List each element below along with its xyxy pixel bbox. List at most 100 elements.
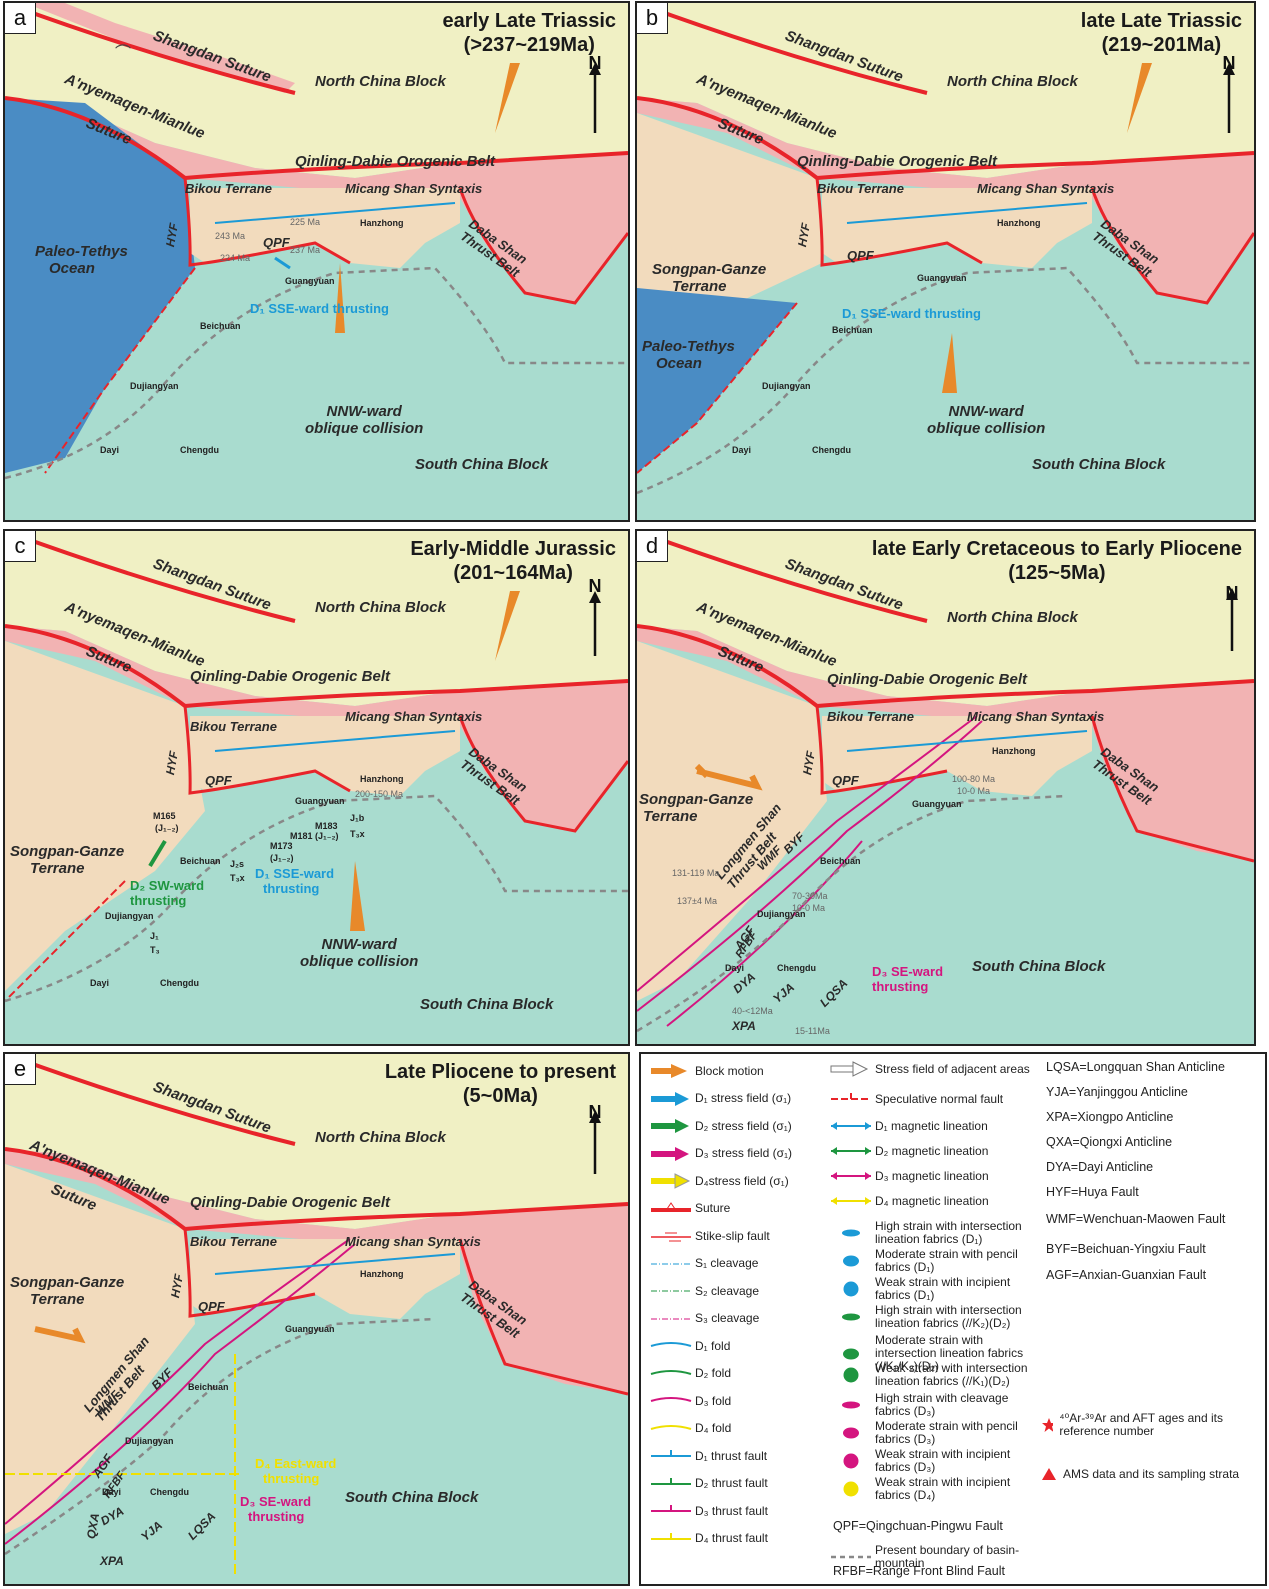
col2-symbol-6 xyxy=(842,1229,860,1237)
city-dayi-d: Dayi xyxy=(725,963,745,973)
legend-item-present-boundary: Present boundary of basin-mountain xyxy=(827,1544,1022,1570)
south-china-label-e: South China Block xyxy=(345,1489,479,1506)
d3-line2: thrusting xyxy=(872,979,929,994)
nnw-label-b: NNW-ward oblique collision xyxy=(927,403,1045,437)
d1-fold-text: D₁ fold xyxy=(695,1338,731,1353)
speculative-fault xyxy=(637,302,798,474)
age-137-d: 137±4 Ma xyxy=(677,896,717,906)
panel-c: c Early-Middle Jurassic (201~164Ma) N Sh… xyxy=(3,529,630,1046)
panel-title-a-line1: early Late Triassic xyxy=(442,10,616,32)
block-motion-text: Block motion xyxy=(695,1063,764,1078)
nnw-line1: NNW-ward xyxy=(948,403,1024,420)
paleo-tethys-label-a: Paleo-Tethys Ocean xyxy=(35,243,128,277)
basin-mountain-boundary xyxy=(5,794,628,1003)
bikou-label-e: Bikou Terrane xyxy=(190,1234,277,1249)
xpa-label-e: XPA xyxy=(100,1554,124,1568)
city-hanzhong-e: Hanzhong xyxy=(360,1269,404,1279)
j1-label: J₁ xyxy=(150,931,159,941)
legend-item-col2-8: Weak strain with incipient fabrics (D₁) xyxy=(827,1276,1047,1302)
bikou-label-d: Bikou Terrane xyxy=(827,709,914,724)
panel-title-d-line1: late Early Cretaceous to Early Pliocene xyxy=(871,538,1242,560)
panel-title-d-line2: (125~5Ma) xyxy=(1008,562,1106,584)
city-dujiangyan-b: Dujiangyan xyxy=(762,381,811,391)
city-dayi-b: Dayi xyxy=(732,445,752,455)
d3-fold-text: D₃ fold xyxy=(695,1393,732,1408)
qinling-orogen-area xyxy=(637,98,1254,303)
paleo-line1: Paleo-Tethys xyxy=(35,243,128,260)
col2-symbol-7 xyxy=(843,1255,859,1267)
panel-title-e-line2: (5~0Ma) xyxy=(462,1085,538,1107)
qinling-orogen-area xyxy=(5,626,628,831)
d2-stress-symbol xyxy=(651,1119,689,1133)
north-china-area xyxy=(5,531,628,706)
col2-text-8: Weak strain with incipient fabrics (D₁) xyxy=(875,1275,1011,1302)
micang-label-e: Micang shan Syntaxis xyxy=(345,1234,481,1249)
songpan-line2: Terrane xyxy=(30,1291,85,1308)
col2-symbol-9 xyxy=(842,1313,860,1321)
north-china-label-d: North China Block xyxy=(947,609,1078,626)
s1-cleavage-text: S₁ cleavage xyxy=(695,1256,759,1270)
legend-item-col2-5: D₄ magnetic lineation xyxy=(827,1192,1047,1210)
legend-item-col2-15: Weak strain with incipient fabrics (D₄) xyxy=(827,1476,1047,1502)
strike-slip-symbol xyxy=(651,1232,691,1242)
bikou-label-c: Bikou Terrane xyxy=(190,719,277,734)
north-arrowhead-b xyxy=(1223,63,1235,75)
col2-symbol-8 xyxy=(843,1281,859,1297)
qinling-label-d: Qinling-Dabie Orogenic Belt xyxy=(827,671,1028,688)
city-hanzhong-b: Hanzhong xyxy=(997,218,1041,228)
songpan-line2: Terrane xyxy=(643,808,698,825)
s2-cleavage-text: S₂ cleavage xyxy=(695,1283,760,1298)
age-224-a: 224 Ma xyxy=(220,253,251,263)
map-a: ⌒ xyxy=(5,3,628,520)
d4-thrust-symbol xyxy=(651,1532,691,1540)
panel-title-e: Late Pliocene to present (5~0Ma) xyxy=(385,1060,616,1108)
d4-stress-text: D₄stress field (σ₁) xyxy=(695,1173,789,1188)
age-243-a: 243 Ma xyxy=(215,231,246,241)
qinling-label-a: Qinling-Dabie Orogenic Belt xyxy=(295,153,496,170)
north-label-d: N xyxy=(1225,583,1239,603)
age-237-a: 237 Ma xyxy=(290,245,321,255)
basin-mountain-boundary xyxy=(5,266,628,480)
songpan-ganze-area xyxy=(5,641,205,991)
north-china-area xyxy=(637,3,1254,178)
d1-thrust-label-c: D₁ SSE-ward thrusting xyxy=(255,866,334,896)
d2-thrust-text: D₂ thrust fault xyxy=(695,1476,768,1490)
paleo-tethys-ocean-area xyxy=(637,288,797,473)
d3-thrust-fault-2 xyxy=(5,1243,356,1545)
boundary-faults xyxy=(815,177,1254,305)
d1-stress-arrow xyxy=(274,256,291,270)
boundary-faults xyxy=(815,705,1254,863)
s3-cleavage-symbol xyxy=(651,1318,691,1319)
city-chengdu-b: Chengdu xyxy=(812,445,851,455)
ages-text: ⁴⁰Ar-³⁹Ar and AFT ages and its reference… xyxy=(1059,1411,1223,1438)
legend-item-s3-cleavage: S₃ cleavage xyxy=(647,1310,827,1328)
legend-item-col2-6: High strain with intersection lineation … xyxy=(827,1220,1047,1246)
qpf-label-d: QPF xyxy=(832,773,859,788)
col2-symbol-12 xyxy=(842,1401,860,1409)
nnw-line1: NNW-ward xyxy=(326,403,402,420)
speculative-fault xyxy=(5,880,126,1002)
d1-thrust-symbol xyxy=(651,1450,691,1457)
south-china-label-a: South China Block xyxy=(415,456,549,473)
songpan-line1: Songpan-Ganze xyxy=(652,261,767,278)
north-china-label-a: North China Block xyxy=(315,73,446,90)
t3-label: T₃ xyxy=(150,945,160,955)
nnw-line1: NNW-ward xyxy=(321,936,397,953)
bikou-label-b: Bikou Terrane xyxy=(817,181,904,196)
d1-stress-text: D₁ stress field (σ₁) xyxy=(695,1091,792,1105)
nnw-label-c: NNW-ward oblique collision xyxy=(300,936,418,970)
d1-stress-symbol xyxy=(651,1091,689,1106)
d3-thrust-fault-1 xyxy=(5,1238,351,1525)
city-chengdu-e: Chengdu xyxy=(150,1487,189,1497)
d3-thrust-fault-1 xyxy=(637,715,978,992)
col2-text-12: High strain with cleavage fabrics (D₃) xyxy=(875,1391,1009,1418)
city-guangyuan-a: Guangyuan xyxy=(285,276,335,286)
col2-text-7: Moderate strain with pencil fabrics (D₁) xyxy=(875,1247,1018,1274)
panel-title-a: early Late Triassic (>237~219Ma) xyxy=(443,9,616,57)
d3-thrust-fault-2 xyxy=(637,720,983,1012)
col2-text-0: Stress field of adjacent areas xyxy=(875,1061,1030,1076)
north-china-area xyxy=(637,531,1254,706)
city-dujiangyan-d: Dujiangyan xyxy=(757,909,806,919)
m173-label: M173 xyxy=(270,841,293,851)
boundary-faults xyxy=(183,177,628,305)
